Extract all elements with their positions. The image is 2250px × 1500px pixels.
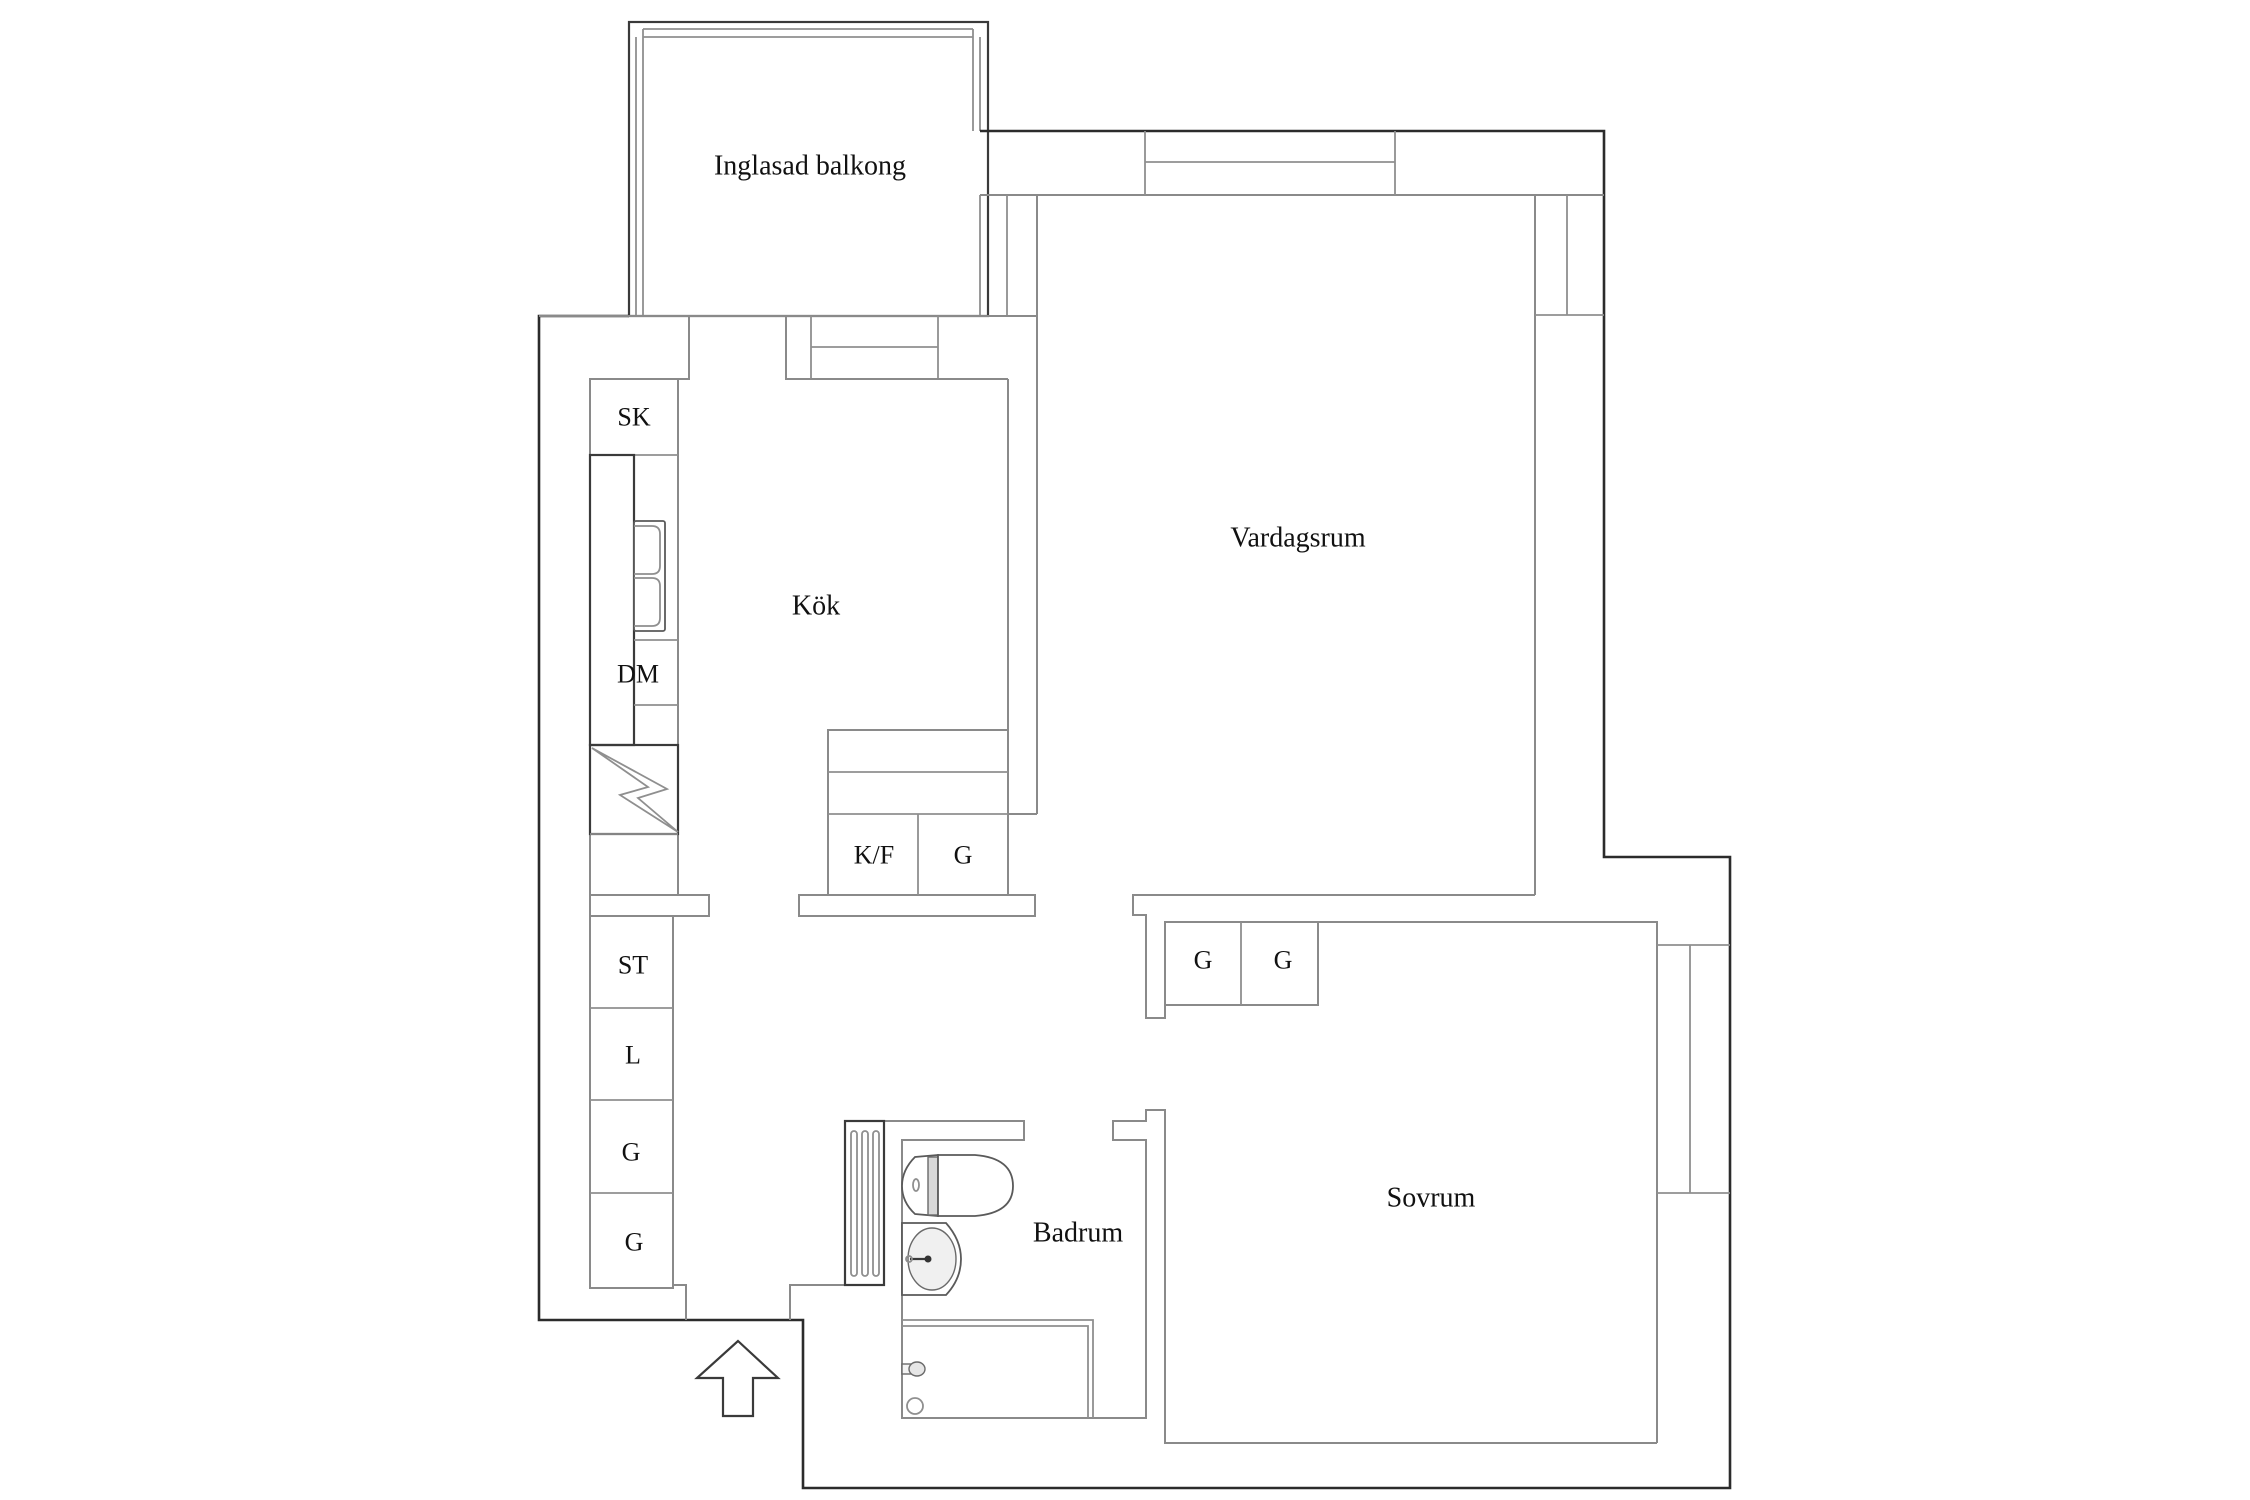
room-label-kitchen: Kök [792,591,840,622]
room-label-balcony: Inglasad balkong [714,151,906,182]
stove-icon [588,743,680,836]
kitchen-unit-fridge-freezer: K/F [854,841,894,870]
radiator-icon [843,1119,886,1287]
kitchen-unit-dishwasher: DM [617,660,659,689]
hall: ST L G G [589,915,845,1320]
kitchen: SK DM K/F G Kök [588,378,1036,917]
kitchen-top-wall [539,315,1037,380]
outer-wall [537,129,1732,1490]
bedroom-unit-wardrobe-1: G [1194,946,1213,975]
hall-unit-wardrobe-1: G [622,1138,641,1167]
room-label-living-room: Vardagsrum [1230,523,1366,554]
living-room-right-wall [1534,195,1604,895]
bedroom: G G Sovrum [1132,914,1730,1443]
room-label-bathroom: Badrum [1033,1218,1123,1249]
hall-unit-wardrobe-2: G [625,1228,644,1257]
hall-unit-linen: L [625,1041,641,1070]
kitchen-unit-wardrobe: G [954,841,973,870]
toilet-icon [901,1154,1014,1217]
room-label-bedroom: Sovrum [1387,1183,1476,1214]
living-room: Vardagsrum [1132,523,1535,916]
balcony: Inglasad balkong [627,20,990,318]
entrance-arrow-icon [694,1339,781,1418]
kitchen-unit-pantry: SK [617,403,650,432]
bathtub-icon [901,1319,1094,1418]
bedroom-unit-wardrobe-2: G [1274,946,1293,975]
living-room-top-wall [980,131,1604,196]
bathroom-sink-icon [901,1222,962,1296]
bathroom: Badrum [843,1109,1657,1444]
kitchen-sink-icon [633,520,666,632]
hall-unit-storage: ST [618,951,648,980]
